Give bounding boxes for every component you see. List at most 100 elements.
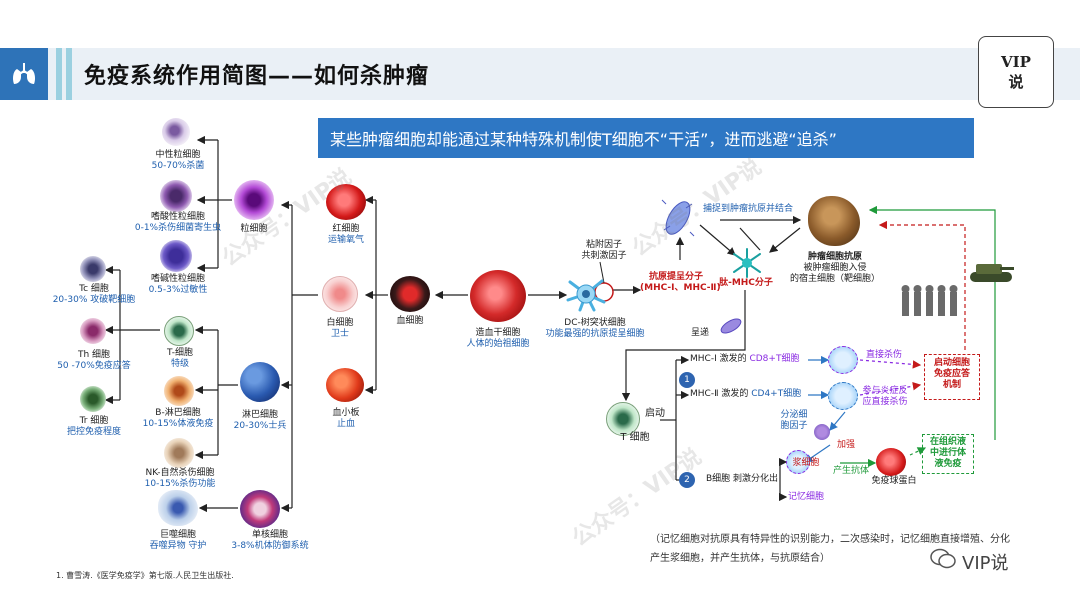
b-cell-icon <box>164 376 194 406</box>
mhc1-text: MHC-Ⅰ 激发的 <box>690 354 747 364</box>
step-1-badge: 1 <box>679 372 695 388</box>
tr-desc: 把控免疫程度 <box>66 427 121 437</box>
humoral2: 中进行体 <box>929 448 966 458</box>
granulocyte-name: 粒细胞 <box>240 224 268 234</box>
rbc-label: 红细胞 运输氧气 <box>318 224 374 246</box>
tc-cell-icon <box>80 256 106 282</box>
header-band <box>0 48 1080 100</box>
t-cell-active-label: T 细胞 <box>620 432 650 443</box>
cd8-cell-icon <box>828 346 858 374</box>
humoral-box <box>922 434 974 474</box>
dc-name: DC-树突状细胞 <box>564 318 626 328</box>
wechat-icon <box>930 548 956 575</box>
th-cell-icon <box>80 318 106 344</box>
peptide-mhc-label: 肽-MHC分子 <box>719 278 773 288</box>
monocyte-cell-icon <box>240 490 280 528</box>
basophil-desc: 0.5-3%过敏性 <box>148 285 208 295</box>
memory-note: （记忆细胞对抗原具有特异性的识别能力，二次感染时，记忆细胞直接增殖、分化产生浆细… <box>650 534 1010 564</box>
mhc1-row: MHC-Ⅰ 激发的 CD8+T细胞 <box>690 354 810 365</box>
start-response-box <box>924 354 980 400</box>
tr-label: Tr 细胞 把控免疫程度 <box>52 416 136 438</box>
platelet-desc: 止血 <box>336 419 355 429</box>
t-cell-desc: 特级 <box>170 359 189 369</box>
monocyte-name: 单核细胞 <box>251 530 288 540</box>
wbc-desc: 卫士 <box>330 329 349 339</box>
basophil-label: 嗜碱性粒细胞 0.5-3%过敏性 <box>130 274 226 296</box>
badge-line2: 说 <box>1008 73 1024 91</box>
tumor-desc1: 被肿瘤细胞入侵 <box>803 263 867 273</box>
lymphocyte-label: 淋巴细胞 20-30%士兵 <box>226 410 294 432</box>
humoral1: 在组织液 <box>929 437 966 447</box>
th-name: Th 细胞 <box>77 350 111 360</box>
mhc2-text: MHC-Ⅱ 激发的 <box>690 389 749 399</box>
adhesion-label: 粘附因子 共刺激因子 <box>576 240 632 262</box>
dc-desc: 功能最强的抗原提呈细胞 <box>545 329 645 339</box>
cytokine1-text: 分泌细 <box>780 410 808 420</box>
capture-label: 捕捉到肿瘤抗原并结合 <box>702 204 793 214</box>
apm-label: 抗原提呈分子 (MHC-Ⅰ、MHC-Ⅱ) <box>640 272 721 294</box>
b-cell-desc: 10-15%体液免疫 <box>142 419 214 429</box>
eosinophil-cell-icon <box>160 180 192 212</box>
basophil-name: 嗜碱性粒细胞 <box>150 274 205 284</box>
b-cell-label: B-淋巴细胞 10-15%体液免疫 <box>130 408 226 430</box>
inflam1-text: 参与炎症反 <box>862 386 908 396</box>
b-diff-label: B细胞 刺激分化出 <box>705 474 779 484</box>
tumor-label: 肿瘤细胞抗原 被肿瘤细胞入侵 的宿主细胞（靶细胞） <box>790 252 880 285</box>
antigen-bacteria-icon <box>656 196 700 240</box>
stem-cell-name: 造血干细胞 <box>475 328 521 338</box>
eosinophil-name: 嗜酸性粒细胞 <box>150 212 205 222</box>
lungs-icon <box>0 48 48 100</box>
monocyte-desc: 3-8%机体防御系统 <box>231 541 309 551</box>
mhc-text: (MHC-Ⅰ、MHC-Ⅱ) <box>640 283 721 293</box>
blood-cell-label: 血细胞 <box>388 316 432 327</box>
stem-cell-icon <box>470 270 526 322</box>
tc-name: Tc 细胞 <box>79 284 109 294</box>
platelet-label: 血小板 止血 <box>318 408 374 430</box>
immunoglobulin-label: 免疫球蛋白 <box>871 476 917 486</box>
memory-label: 记忆细胞 <box>787 492 824 502</box>
cd4-text: CD4+T细胞 <box>751 389 802 399</box>
nk-name: NK-自然杀伤细胞 <box>145 468 215 478</box>
nk-label: NK-自然杀伤细胞 10-15%杀伤功能 <box>130 468 230 490</box>
stem-cell-desc: 人体的始祖细胞 <box>466 339 530 349</box>
start-resp1: 启动细胞 <box>933 358 970 368</box>
neutrophil-cell-icon <box>162 118 190 146</box>
tc-desc: 20-30% 攻破靶细胞 <box>52 295 136 305</box>
dc-label: DC-树突状细胞 功能最强的抗原提呈细胞 <box>536 318 654 340</box>
eosinophil-desc: 0-1%杀伤细菌寄生虫 <box>134 223 222 233</box>
t-cell-label: T-细胞 特级 <box>150 348 210 370</box>
inflam2-text: 应直接杀伤 <box>862 397 908 407</box>
adhesion-text: 粘附因子 <box>585 240 622 250</box>
rbc-desc: 运输氧气 <box>327 235 364 245</box>
monocyte-label: 单核细胞 3-8%机体防御系统 <box>220 530 320 552</box>
granulocyte-cell-icon <box>234 180 274 220</box>
humoral3: 液免疫 <box>934 459 962 469</box>
neutrophil-desc: 50-70%杀菌 <box>151 161 205 171</box>
banner: 某些肿瘤细胞却能通过某种特殊机制使T细胞不“干活”，进而逃避“追杀” <box>318 118 974 158</box>
neutrophil-label: 中性粒细胞 50-70%杀菌 <box>138 150 218 172</box>
vip-badge: VIP 说 <box>978 36 1054 108</box>
nk-desc: 10-15%杀伤功能 <box>144 479 216 489</box>
rbc-cell-icon <box>326 184 366 220</box>
present-bacteria-icon <box>716 314 746 338</box>
macrophage-desc: 吞噬异物 守护 <box>149 541 207 551</box>
start-resp3: 机制 <box>942 380 961 390</box>
wbc-name: 白细胞 <box>326 318 354 328</box>
plasma-cell-icon <box>786 450 810 474</box>
immunoglobulin-icon <box>876 448 906 476</box>
activate-label: 启动 <box>645 408 665 419</box>
present-label: 呈递 <box>690 328 709 338</box>
wbc-label: 白细胞 卫士 <box>312 318 368 340</box>
t-cell-name: T-细胞 <box>167 348 193 358</box>
plasma-label: 浆细胞 <box>792 458 820 468</box>
start-resp2: 免疫应答 <box>933 369 970 379</box>
b-cell-name: B-淋巴细胞 <box>155 408 201 418</box>
wbc-cell-icon <box>322 276 358 312</box>
dc-cell-icon <box>566 276 606 312</box>
humoral-label: 在组织液 中进行体 液免疫 <box>922 437 974 470</box>
direct-kill-label: 直接杀伤 <box>865 350 902 360</box>
apm-text: 抗原提呈分子 <box>648 272 703 282</box>
page-title: 免疫系统作用简图——如何杀肿瘤 <box>84 64 430 89</box>
neutrophil-name: 中性粒细胞 <box>155 150 201 160</box>
